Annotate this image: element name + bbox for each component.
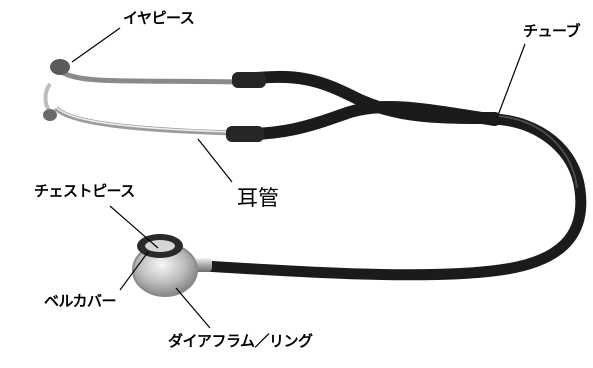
tube-collar-lower	[226, 126, 264, 142]
label-chestpiece: チェストピース	[34, 182, 135, 200]
earpiece-upper	[50, 59, 70, 75]
tube-lower-branch	[226, 100, 501, 141]
leader-earpiece	[71, 27, 121, 63]
ear-tube-lower-highlight	[55, 106, 233, 133]
leader-diaphragm-ring	[175, 287, 211, 329]
tube-main-highlight	[496, 115, 578, 189]
chestpiece-diaphragm	[133, 244, 197, 296]
label-tube: チューブ	[523, 22, 581, 40]
leader-bell-cover	[119, 251, 149, 291]
label-earpiece: イヤピース	[123, 9, 195, 27]
leader-tube	[496, 43, 526, 119]
label-ear-tube: 耳管	[237, 186, 279, 210]
binaural-spring	[43, 82, 52, 114]
leader-ear-tube	[197, 138, 233, 183]
leader-chestpiece	[109, 205, 159, 249]
ear-tube-upper	[60, 69, 241, 85]
bell-cover-inner	[145, 240, 175, 252]
tube-collar-upper	[232, 72, 266, 88]
label-diaphragm-ring: ダイアフラム／リング	[168, 332, 313, 350]
ear-tube-lower	[54, 106, 233, 136]
label-bell-cover: ベルカバー	[44, 292, 117, 310]
earpiece-lower	[43, 109, 57, 121]
